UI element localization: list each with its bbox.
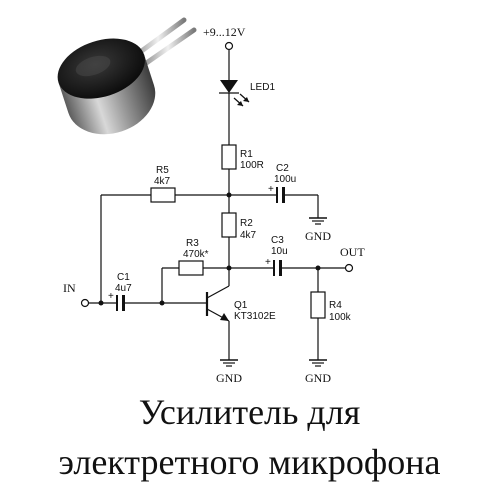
c3-value: 10u [271, 246, 288, 257]
gnd-label-c2: GND [305, 229, 331, 243]
q1-name: Q1 [234, 300, 248, 311]
r5-resistor [150, 187, 176, 203]
gnd-label-q1: GND [216, 371, 242, 385]
c3-plus: + [265, 257, 271, 268]
r1-name: R1 [240, 149, 253, 160]
c3-plate-negative [279, 260, 282, 276]
junction-in [98, 300, 104, 306]
supply-terminal [224, 41, 234, 51]
q1-value: KT3102E [234, 311, 276, 322]
gnd-symbol-c2 [309, 217, 327, 225]
r1-resistor [221, 144, 237, 170]
c2-plate-negative [282, 187, 285, 203]
r2-name: R2 [240, 218, 253, 229]
out-label: OUT [340, 245, 365, 259]
c2-value: 100u [274, 174, 296, 185]
supply-label: +9...12V [203, 25, 246, 39]
r5-name: R5 [156, 165, 169, 176]
r4-value: 100k [329, 312, 352, 323]
out-terminal [344, 263, 354, 273]
caption-line-1: Усилитель для [138, 392, 361, 432]
r2-value: 4k7 [240, 230, 257, 241]
c2-plus: + [268, 184, 274, 195]
led1-symbol [219, 80, 250, 107]
gnd-label-r4: GND [305, 371, 331, 385]
caption-line-2: электретного микрофона [58, 442, 441, 482]
r3-value: 470k* [183, 249, 209, 260]
r5-value: 4k7 [154, 176, 171, 187]
r3-name: R3 [186, 238, 199, 249]
led1-label: LED1 [250, 82, 275, 93]
c2-name: C2 [276, 163, 289, 174]
c1-name: C1 [117, 272, 130, 283]
in-label: IN [63, 281, 76, 295]
r4-name: R4 [329, 300, 342, 311]
microphone-illustration [57, 17, 197, 135]
r3-resistor [178, 260, 204, 276]
junction-base [159, 300, 165, 306]
r4-resistor [310, 291, 326, 319]
gnd-symbol-q1 [220, 359, 238, 367]
r2-resistor [221, 212, 237, 238]
c1-plate-negative [122, 295, 125, 311]
q1-transistor [205, 268, 230, 360]
c1-plus: + [108, 291, 114, 302]
in-terminal [80, 298, 90, 308]
gnd-symbol-r4 [309, 359, 327, 367]
c1-value: 4u7 [115, 283, 132, 294]
r1-value: 100R [240, 160, 264, 171]
c3-name: C3 [271, 235, 284, 246]
